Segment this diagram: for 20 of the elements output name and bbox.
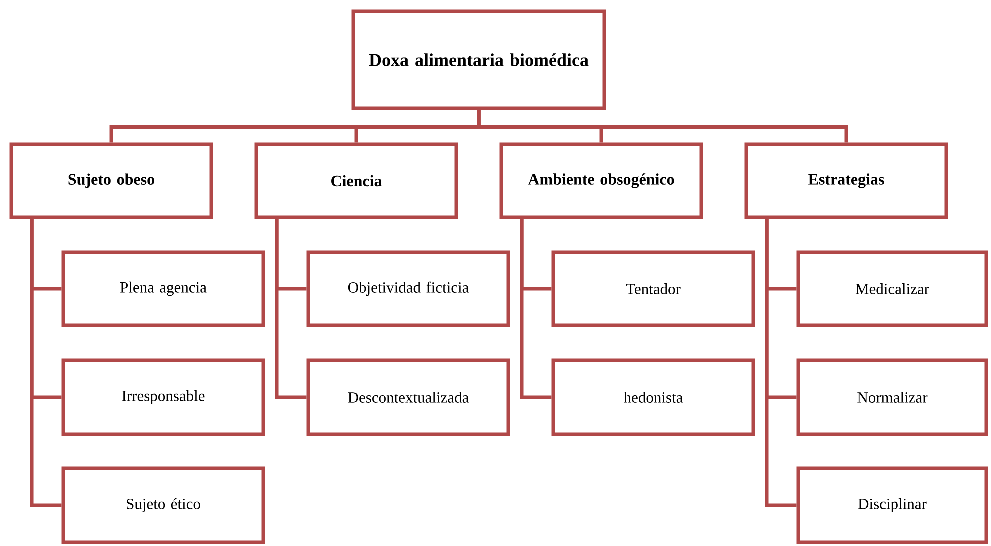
item-box: Tentador [552, 250, 756, 328]
category-box: Ambiente obsogénico [500, 142, 704, 220]
connector-line [275, 219, 307, 400]
connector-line [520, 219, 552, 400]
connector-line [30, 219, 62, 508]
category-box: Estrategias [744, 142, 948, 220]
item-box: Plena agencia [62, 250, 266, 328]
connector-line [477, 110, 848, 143]
item-box: Medicalizar [796, 250, 988, 328]
item-box: Irresponsable [62, 358, 266, 436]
category-box: Sujeto obeso [10, 142, 214, 220]
item-box: Normalizar [796, 358, 988, 436]
item-box: hedonista [552, 358, 756, 436]
root-box: Doxa alimentaria biomédica [352, 10, 606, 110]
item-box: Objetividad ficticia [306, 250, 510, 328]
item-box: Disciplinar [796, 466, 988, 544]
item-box: Descontextualizada [306, 358, 510, 436]
item-box: Sujeto ético [62, 466, 266, 544]
connector-line [765, 219, 797, 508]
category-box: Ciencia [254, 142, 458, 220]
